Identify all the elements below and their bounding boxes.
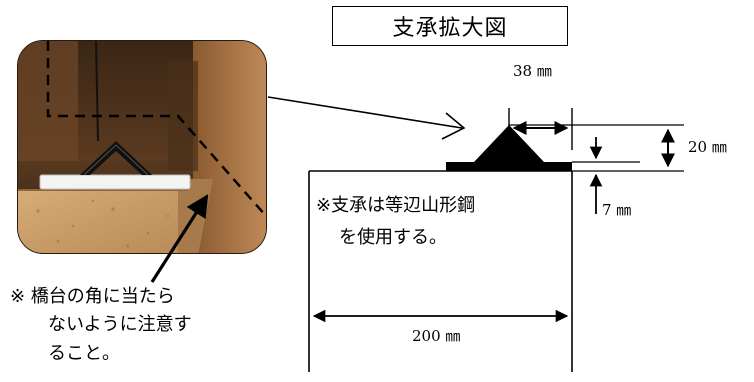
leader-arrow xyxy=(267,96,466,140)
note-angle-steel-line2: を使用する。 xyxy=(339,227,447,248)
dimension-7mm xyxy=(572,137,640,214)
note-abutment-line1: ※ 橋台の角に当たら xyxy=(10,286,175,307)
dimension-38mm xyxy=(508,108,573,150)
note-abutment-line2: ないように注意す xyxy=(48,314,192,335)
note-pointer-arrow xyxy=(150,194,209,283)
dimension-label-20: 20 ㎜ xyxy=(688,138,727,156)
dimension-label-38: 38 ㎜ xyxy=(513,62,552,80)
diagram-title: 支承拡大図 xyxy=(332,6,568,46)
dimension-20mm xyxy=(509,124,684,172)
dimension-label-200: 200 ㎜ xyxy=(412,327,461,345)
note-abutment-line3: ること。 xyxy=(48,343,120,364)
dimension-label-7: 7 ㎜ xyxy=(602,201,632,219)
note-angle-steel-line1: ※支承は等辺山形鋼 xyxy=(316,195,476,216)
